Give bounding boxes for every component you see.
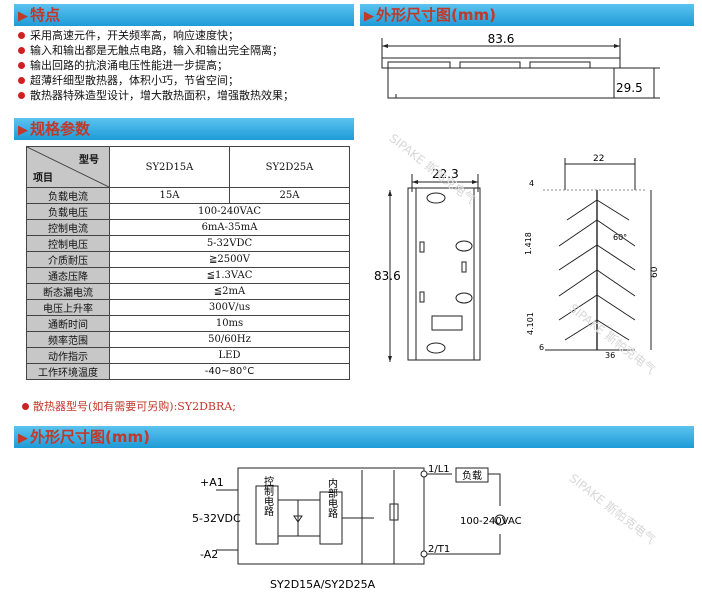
specs-header: ▶规格参数 — [14, 118, 354, 140]
row-label: 控制电流 — [26, 219, 110, 236]
model-name: SY2D25A — [229, 146, 350, 188]
table-row: 介质耐压≧2500V — [26, 251, 350, 268]
table-row: 通态压降≦1.3VAC — [26, 267, 350, 284]
row-value: 6mA-35mA — [109, 219, 350, 236]
side-b-label: 1.418 — [525, 232, 533, 255]
triangle-icon: ▶ — [18, 9, 28, 24]
load-label: 负载 — [462, 469, 482, 482]
side-height-label: 60 — [650, 266, 660, 278]
row-value: ≧2500V — [109, 251, 350, 268]
row-label: 断态漏电流 — [26, 283, 110, 300]
feature-item: 采用高速元件，开关频率高，响应速度快； — [18, 28, 294, 43]
inner-block-label: 内部电路 — [326, 477, 338, 519]
row-label: 通态压降 — [26, 267, 110, 284]
row-label: 通断时间 — [26, 315, 110, 332]
dimensions-header-bottom: ▶外形尺寸图(mm) — [14, 426, 694, 448]
watermark: SIPAKE 斯帕克电气 — [566, 471, 658, 547]
front-height-label: 83.6 — [374, 269, 401, 283]
plus-terminal-label: +A1 — [200, 476, 224, 489]
t1-label: 2/T1 — [428, 544, 450, 555]
top-height-label: 29.5 — [616, 81, 643, 95]
side-e-label: 6 — [539, 343, 544, 352]
triangle-icon: ▶ — [364, 9, 374, 24]
row-label: 工作环境温度 — [26, 363, 110, 380]
circuit-diagram: +A1 5-32VDC -A2 控制电路 内部电路 1/L1 2/T1 负载 1… — [192, 464, 522, 591]
side-c-label: 4.101 — [526, 312, 535, 335]
top-width-label: 83.6 — [488, 32, 515, 46]
top-view-drawing: 83.6 29.5 — [381, 32, 660, 99]
header-model: 型号 — [79, 155, 99, 166]
front-width-label: 22.3 — [432, 167, 459, 181]
header-item: 项目 — [33, 173, 53, 184]
dimensions-title-bottom: 外形尺寸图(mm) — [30, 428, 150, 446]
row-value: 5-32VDC — [109, 235, 350, 252]
row-value: 10ms — [109, 315, 350, 332]
table-header-corner: 型号 项目 — [26, 146, 110, 188]
minus-terminal-label: -A2 — [200, 548, 218, 561]
row-value: 15A — [109, 187, 230, 204]
side-view-drawing: 22 4 1.418 60° 60 4.101 36 6 — [525, 154, 660, 360]
diagonal-line — [27, 147, 109, 187]
row-value: LED — [109, 347, 350, 364]
row-value: ≦2mA — [109, 283, 350, 300]
front-view-drawing: 22.3 83.6 — [374, 167, 481, 362]
specs-title: 规格参数 — [30, 120, 91, 138]
feature-item: 超薄纤细型散热器，体积小巧，节省空间； — [18, 73, 294, 88]
feature-item: 散热器特殊造型设计，增大散热面积，增强散热效果； — [18, 88, 294, 103]
row-label: 介质耐压 — [26, 251, 110, 268]
table-row: 工作环境温度-40~80°C — [26, 363, 350, 380]
row-value: ≦1.3VAC — [109, 267, 350, 284]
row-value: 50/60Hz — [109, 331, 350, 348]
side-d-label: 36 — [605, 351, 615, 360]
feature-item: 输入和输出都是无触点电路，输入和输出完全隔离； — [18, 43, 294, 58]
table-row: 断态漏电流≦2mA — [26, 283, 350, 300]
row-label: 负载电压 — [26, 203, 110, 220]
triangle-icon: ▶ — [18, 431, 28, 446]
heatsink-note: 散热器型号(如有需要可另购):SY2DBRA; — [22, 398, 236, 414]
dimensions-header-top: ▶外形尺寸图(mm) — [360, 4, 694, 26]
row-label: 负载电流 — [26, 187, 110, 204]
dimensions-title-top: 外形尺寸图(mm) — [376, 6, 496, 24]
load-voltage-label: 100-240VAC — [460, 516, 522, 527]
side-width-label: 22 — [593, 154, 604, 164]
ctrl-block-label: 控制电路 — [262, 475, 274, 517]
ctrl-voltage-label: 5-32VDC — [192, 512, 241, 525]
row-value: 100-240VAC — [109, 203, 350, 220]
row-label: 电压上升率 — [26, 299, 110, 316]
row-label: 动作指示 — [26, 347, 110, 364]
side-angle-label: 60° — [613, 233, 627, 242]
l1-label: 1/L1 — [428, 464, 450, 475]
row-label: 控制电压 — [26, 235, 110, 252]
row-label: 频率范围 — [26, 331, 110, 348]
features-title: 特点 — [30, 6, 61, 24]
circuit-caption: SY2D15A/SY2D25A — [270, 578, 376, 591]
features-header: ▶特点 — [14, 4, 354, 26]
triangle-icon: ▶ — [18, 123, 28, 138]
feature-list: 采用高速元件，开关频率高，响应速度快； 输入和输出都是无触点电路，输入和输出完全… — [18, 28, 294, 103]
side-a-label: 4 — [529, 179, 534, 188]
row-value: 300V/us — [109, 299, 350, 316]
feature-item: 输出回路的抗浪涌电压性能进一步提高； — [18, 58, 294, 73]
row-value: -40~80°C — [109, 363, 350, 380]
model-name: SY2D15A — [109, 146, 230, 188]
row-value: 25A — [229, 187, 350, 204]
